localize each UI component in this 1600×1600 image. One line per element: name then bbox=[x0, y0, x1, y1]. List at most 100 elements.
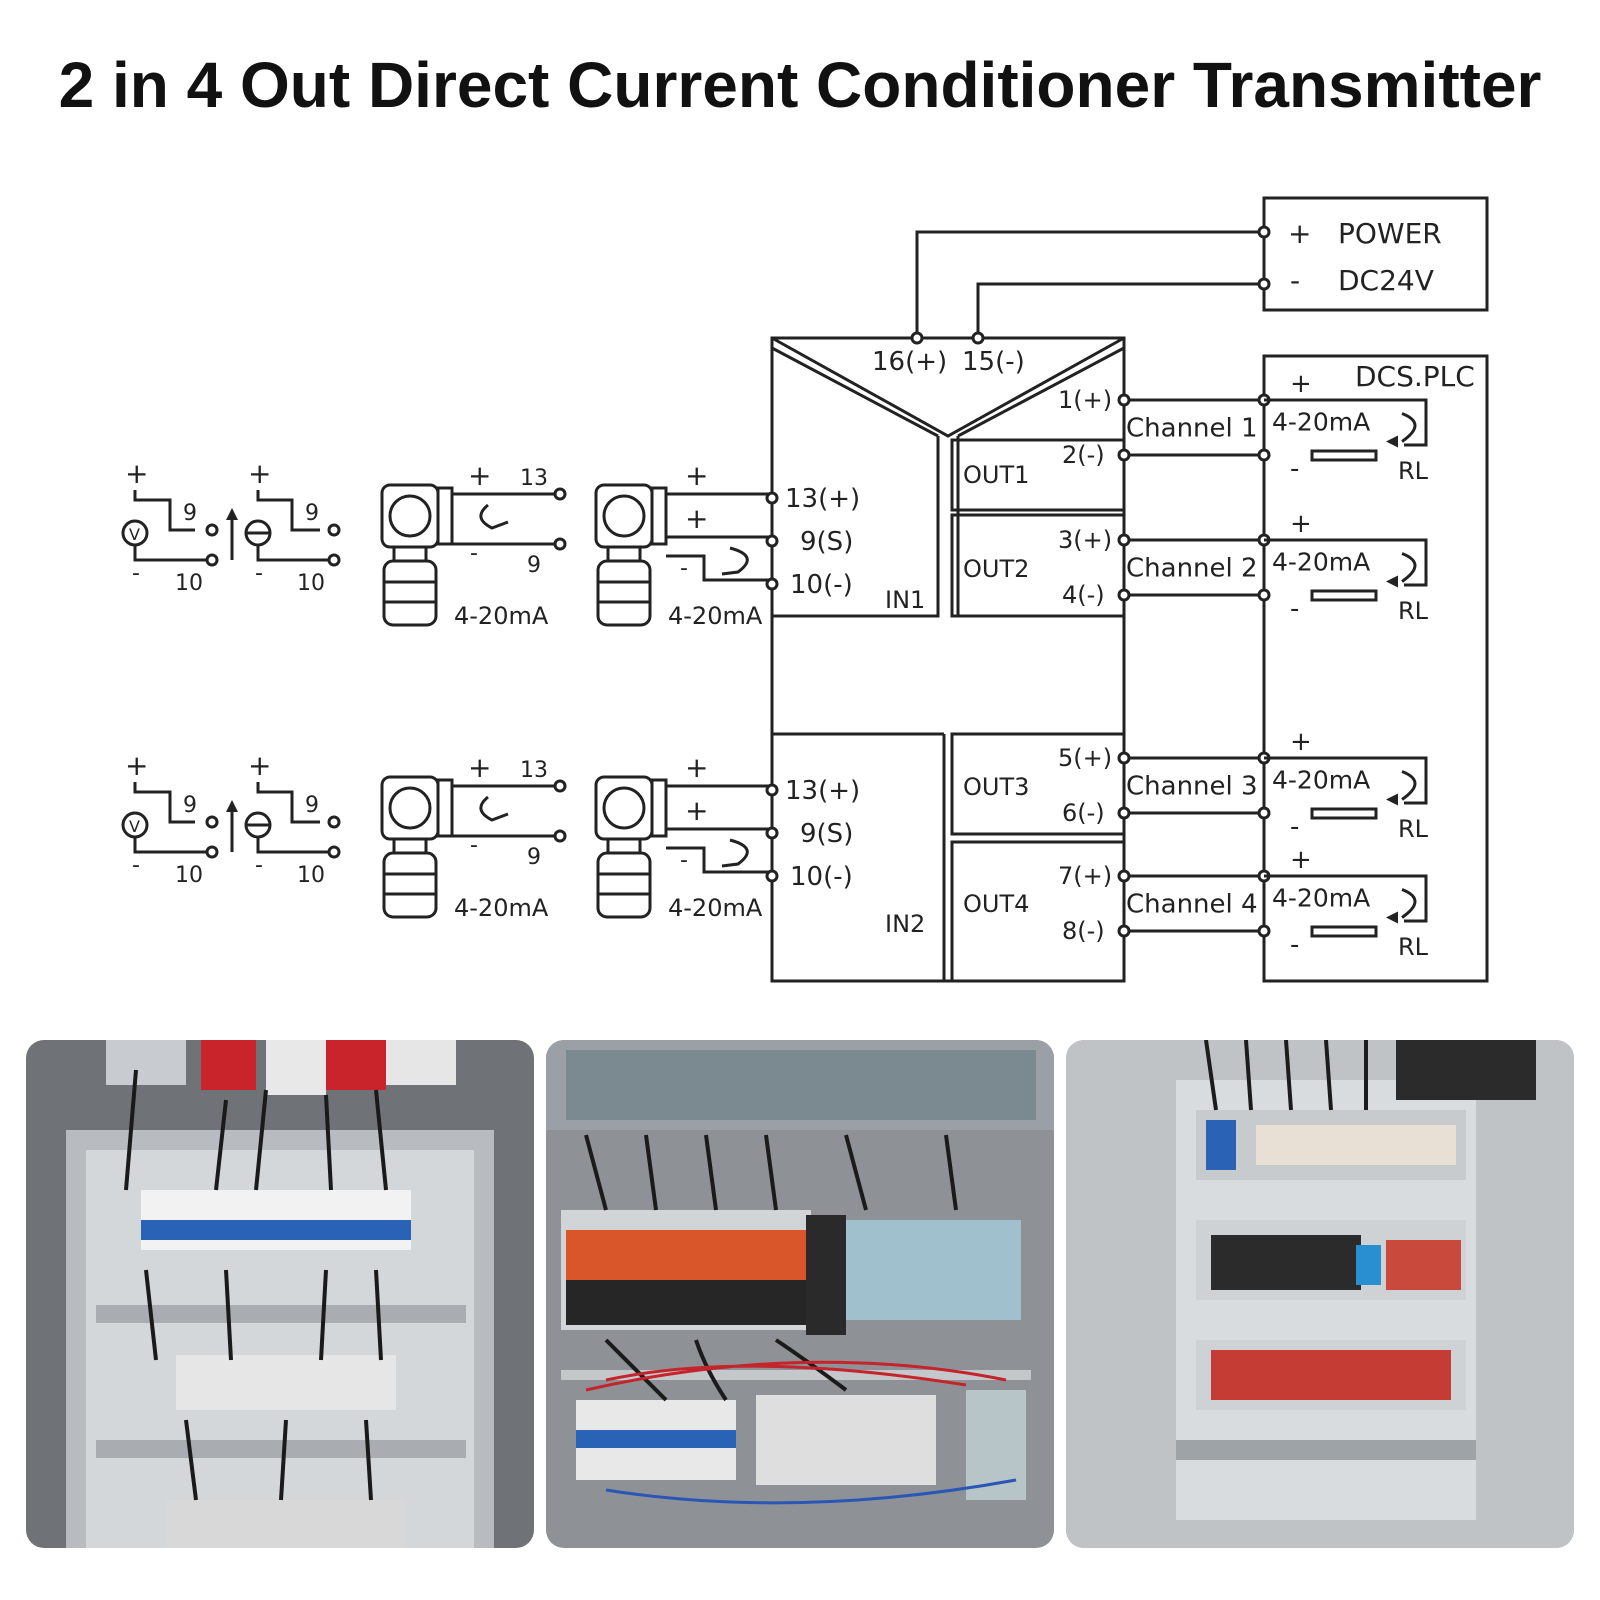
current-dot-9 bbox=[327, 523, 341, 537]
tx2-loop-arrow-icon bbox=[479, 503, 509, 530]
transmitter-3wire-signal: 4-20mA bbox=[668, 602, 763, 630]
load-resistor-3 bbox=[1310, 807, 1378, 820]
dcs-minus-sign-3: - bbox=[1290, 812, 1299, 842]
current-arrow-head-icon bbox=[226, 800, 238, 812]
current-dot-10 bbox=[327, 553, 341, 567]
current-term-9: 9 bbox=[305, 793, 319, 818]
load-label-4: RL bbox=[1398, 933, 1429, 961]
load-label-3: RL bbox=[1398, 815, 1429, 843]
tx3-loop-arrow-icon bbox=[721, 838, 749, 868]
tx2-plus: + bbox=[468, 751, 491, 784]
dcs-minus-sign-4: - bbox=[1290, 930, 1299, 960]
voltage-dot-9 bbox=[205, 523, 219, 537]
page-title: 2 in 4 Out Direct Current Conditioner Tr… bbox=[58, 49, 1542, 121]
out-plus-dot-2 bbox=[1117, 533, 1131, 547]
current-arrow-icon bbox=[1401, 552, 1417, 583]
dcs-minus-dot-4 bbox=[1257, 924, 1271, 938]
tx3-loop-arrow-icon bbox=[721, 546, 749, 576]
dcs-signal-1: 4-20mA bbox=[1272, 408, 1370, 437]
tx3-minus: - bbox=[680, 848, 688, 873]
channel-label-1: Channel 1 bbox=[1126, 414, 1258, 444]
tx3-wire-minus bbox=[666, 554, 770, 582]
out-plus-terminal-2: 3(+) bbox=[1058, 526, 1112, 554]
current-dot-9 bbox=[327, 815, 341, 829]
transmitter-3wire-connector bbox=[650, 778, 668, 838]
channel-label-2: Channel 2 bbox=[1126, 554, 1258, 584]
transmitter-2wire-body-icon bbox=[382, 559, 438, 627]
voltage-wire-top bbox=[133, 490, 195, 532]
current-arrow-icon bbox=[1401, 770, 1417, 801]
voltmeter-icon bbox=[121, 519, 149, 547]
power-minus: - bbox=[1290, 264, 1300, 297]
voltage-plus: + bbox=[125, 749, 148, 782]
out-label-3: OUT3 bbox=[963, 773, 1029, 801]
power-terminal-minus: 15(-) bbox=[962, 347, 1025, 377]
out-minus-terminal-1: 2(-) bbox=[1062, 441, 1105, 469]
tx3-plus-2: + bbox=[685, 794, 708, 827]
current-arrow-icon bbox=[1401, 412, 1417, 443]
current-arrow-head-icon bbox=[226, 508, 238, 520]
in1-label: IN1 bbox=[885, 586, 925, 614]
current-term-9: 9 bbox=[305, 501, 319, 526]
current-minus: - bbox=[255, 561, 263, 586]
tx3-plus-2: + bbox=[685, 502, 708, 535]
tx3-minus: - bbox=[680, 556, 688, 581]
current-term-10: 10 bbox=[297, 863, 325, 888]
in2-label: IN2 bbox=[885, 910, 925, 938]
tx2-dot-13 bbox=[553, 779, 567, 793]
tx2-term-13: 13 bbox=[520, 758, 548, 783]
dcs-plus-sign-3: + bbox=[1290, 727, 1312, 757]
loop-wire-3 bbox=[1264, 756, 1428, 805]
arrow-head-icon bbox=[1386, 911, 1398, 924]
transmitter-2wire-neck bbox=[392, 545, 428, 563]
voltmeter-icon bbox=[121, 811, 149, 839]
out-minus-dot-3 bbox=[1117, 806, 1131, 820]
loop-wire-1 bbox=[1264, 398, 1428, 447]
load-resistor-2 bbox=[1310, 589, 1378, 602]
input-terminals: 13(+)9(S)10(-)13(+)9(S)10(-) bbox=[765, 484, 860, 892]
power-voltage: DC24V bbox=[1338, 264, 1434, 297]
tx2-term-13: 13 bbox=[520, 466, 548, 491]
loop-wire-4 bbox=[1264, 874, 1428, 923]
power-label: POWER bbox=[1338, 217, 1442, 250]
arrow-head-icon bbox=[1386, 793, 1398, 806]
load-label-2: RL bbox=[1398, 597, 1429, 625]
out-plus-terminal-1: 1(+) bbox=[1058, 386, 1112, 414]
channel-label-4: Channel 4 bbox=[1126, 890, 1258, 920]
transmitter-2wire-neck bbox=[392, 837, 428, 855]
in1-terminal-label-1: 9(S) bbox=[800, 527, 853, 557]
current-wire-top bbox=[256, 782, 320, 824]
voltage-dot-9 bbox=[205, 815, 219, 829]
out-minus-dot-2 bbox=[1117, 588, 1131, 602]
transmitter-2wire-dial-icon bbox=[388, 494, 432, 538]
voltage-plus: + bbox=[125, 457, 148, 490]
out-plus-terminal-4: 7(+) bbox=[1058, 862, 1112, 890]
out-plus-dot-1 bbox=[1117, 393, 1131, 407]
transmitter-2wire-dial-icon bbox=[388, 786, 432, 830]
dcs-signal-3: 4-20mA bbox=[1272, 766, 1370, 795]
cabinet-photo-2 bbox=[546, 1040, 1054, 1548]
dcs-plus-sign-2: + bbox=[1290, 509, 1312, 539]
voltage-wire-bottom bbox=[133, 838, 210, 854]
arrow-head-icon bbox=[1386, 435, 1398, 448]
in2-terminal-label-2: 10(-) bbox=[790, 862, 853, 892]
out-label-1: OUT1 bbox=[963, 461, 1029, 489]
dcs-minus-dot-2 bbox=[1257, 588, 1271, 602]
out-minus-dot-4 bbox=[1117, 924, 1131, 938]
voltage-term-10: 10 bbox=[175, 571, 203, 596]
dcs-signal-4: 4-20mA bbox=[1272, 884, 1370, 913]
voltage-dot-10 bbox=[205, 553, 219, 567]
tx2-dot-9 bbox=[553, 537, 567, 551]
loop-wire-2 bbox=[1264, 538, 1428, 587]
out-label-2: OUT2 bbox=[963, 555, 1029, 583]
dcs-signal-2: 4-20mA bbox=[1272, 548, 1370, 577]
in1-terminal-label-0: 13(+) bbox=[785, 484, 860, 514]
in2-terminal-label-1: 9(S) bbox=[800, 819, 853, 849]
tx2-minus: - bbox=[470, 541, 478, 566]
transmitter-3wire-neck bbox=[606, 837, 642, 855]
dcs-plus-sign-4: + bbox=[1290, 845, 1312, 875]
voltage-wire-top bbox=[133, 782, 195, 824]
out-minus-dot-1 bbox=[1117, 448, 1131, 462]
out-minus-terminal-4: 8(-) bbox=[1062, 917, 1105, 945]
